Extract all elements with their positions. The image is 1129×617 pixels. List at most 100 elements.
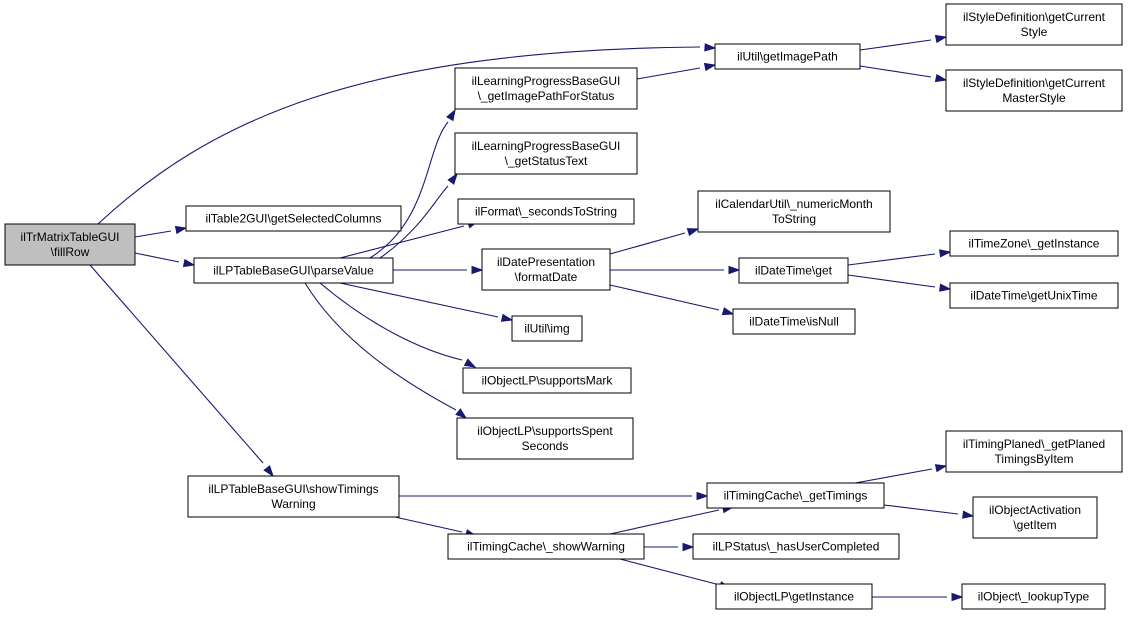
edge-fillRow-to-getImagePath [97, 43, 717, 225]
node-label-line: ilTimingCache\_showWarning [467, 540, 625, 554]
node-label-line: MasterStyle [1002, 91, 1066, 105]
edge-parseValue-to-getImagePathForStatus [369, 108, 456, 259]
node-label-line: \formatDate [515, 270, 578, 284]
edge-line [134, 230, 172, 238]
arrowhead-icon [939, 249, 952, 258]
node-fillRow[interactable]: ilTrMatrixTableGUI\fillRow [4, 223, 136, 266]
arrowhead-icon [703, 62, 717, 72]
arrowhead-icon [934, 34, 948, 44]
node-label-line: Style [1021, 25, 1048, 39]
node-formatDate[interactable]: ilDatePresentation\formatDate [481, 248, 611, 291]
edge-showTimingsWarning-to-getTimings [399, 491, 709, 501]
node-dateTimeGet[interactable]: ilDateTime\get [738, 257, 849, 284]
arrowhead-icon [934, 464, 948, 473]
node-box [187, 475, 400, 518]
edge-line [339, 282, 499, 318]
node-label-line: ilUtil\getImagePath [737, 50, 838, 64]
arrowhead-icon [704, 43, 717, 52]
edge-line [379, 185, 449, 259]
node-parseValue[interactable]: ilLPTableBaseGUI\parseValue [193, 257, 394, 284]
edge-dateTimeGet-to-getUnixTime [847, 274, 952, 292]
node-lookupType[interactable]: ilObject\_lookupType [961, 583, 1106, 610]
node-label-line: ilLPStatus\_hasUserCompleted [713, 540, 880, 554]
edge-getTimings-to-getItem [883, 504, 975, 519]
node-getImagePathForStatus[interactable]: ilLearningProgressBaseGUI\_getImagePathF… [454, 67, 638, 110]
edge-line [859, 65, 932, 78]
node-label-line: ilTrMatrixTableGUI [21, 230, 120, 244]
node-hasUserCompleted[interactable]: ilLPStatus\_hasUserCompleted [692, 533, 900, 560]
node-label-line: Seconds [522, 439, 569, 453]
node-getInstanceLP[interactable]: ilObjectLP\getInstance [715, 583, 873, 610]
node-supportsMark[interactable]: ilObjectLP\supportsMark [462, 367, 632, 394]
node-box [949, 282, 1119, 309]
node-label-line: ilDateTime\isNull [749, 315, 839, 329]
function-nodes: ilTrMatrixTableGUI\fillRow ilTable2GUI\ge… [4, 3, 1123, 610]
node-label-line: ilDatePresentation [497, 255, 595, 269]
node-label-line: ilStyleDefinition\getCurrent [963, 10, 1106, 24]
node-label-line: ilLPTableBaseGUI\showTimings [208, 482, 378, 496]
node-box [945, 69, 1123, 112]
edge-showWarning-to-hasUserCompleted [644, 542, 695, 552]
edge-fillRow-to-getSelectedColumns [134, 225, 188, 238]
edge-line [636, 67, 701, 80]
edge-fillRow-to-showTimingsWarning [89, 264, 274, 478]
node-getUnixTime[interactable]: ilDateTime\getUnixTime [949, 282, 1119, 309]
node-img[interactable]: ilUtil\img [511, 315, 583, 342]
edge-getImagePath-to-getCurrentStyle [859, 34, 948, 51]
edge-line [89, 264, 264, 464]
node-getSelectedColumns[interactable]: ilTable2GUI\getSelectedColumns [185, 205, 402, 232]
node-getInstanceTZ[interactable]: ilTimeZone\_getInstance [949, 230, 1119, 257]
arrowhead-icon [182, 258, 196, 268]
edge-line [619, 558, 717, 585]
node-label-line: ilObjectLP\getInstance [734, 590, 854, 604]
edge-line [859, 39, 932, 51]
arrowhead-icon [463, 358, 477, 368]
edge-line [854, 468, 933, 484]
node-label-line: ilTimeZone\_getInstance [969, 237, 1100, 251]
node-box [945, 3, 1123, 46]
node-label-line: \fillRow [51, 245, 90, 259]
arrowhead-icon [682, 542, 695, 552]
edge-fillRow-to-parseValue [134, 252, 196, 268]
node-getImagePath[interactable]: ilUtil\getImagePath [714, 43, 861, 70]
node-box [706, 482, 885, 509]
edge-line [883, 504, 959, 515]
edge-line [847, 253, 936, 266]
node-isNull[interactable]: ilDateTime\isNull [732, 308, 856, 335]
arrowhead-icon [962, 510, 975, 519]
node-label-line: ilLearningProgressBaseGUI [472, 74, 621, 88]
node-getTimings[interactable]: ilTimingCache\_getTimings [706, 482, 885, 509]
edge-line [339, 225, 465, 259]
edge-formatDate-to-isNull [609, 284, 735, 316]
node-box [456, 417, 634, 460]
node-box [692, 533, 900, 560]
node-getItem[interactable]: ilObjectActivation\getItem [972, 496, 1098, 539]
edge-parseValue-to-img [339, 282, 514, 322]
edge-parseValue-to-getStatusText [379, 172, 458, 259]
node-box [454, 67, 638, 110]
node-label-line: ilDateTime\get [755, 264, 833, 278]
arrowhead-icon [939, 283, 952, 292]
arrowhead-icon [728, 265, 741, 275]
node-box [447, 533, 645, 560]
node-label-line: \_getImagePathForStatus [478, 89, 615, 103]
edge-line [304, 282, 457, 411]
node-box [949, 230, 1119, 257]
node-showWarning[interactable]: ilTimingCache\_showWarning [447, 533, 645, 560]
node-getStatusText[interactable]: ilLearningProgressBaseGUI\_getStatusText [454, 132, 638, 175]
node-label-line: ilTimingPlaned\_getPlaned [963, 437, 1105, 451]
node-label-line: ilLPTableBaseGUI\parseValue [213, 264, 374, 278]
node-secondsToString[interactable]: ilFormat\_secondsToString [457, 198, 635, 225]
node-box [511, 315, 583, 342]
node-box [4, 223, 136, 266]
arrowhead-icon [696, 491, 709, 501]
edge-line [319, 282, 463, 361]
node-label-line: ilObjectLP\supportsSpent [477, 424, 613, 438]
